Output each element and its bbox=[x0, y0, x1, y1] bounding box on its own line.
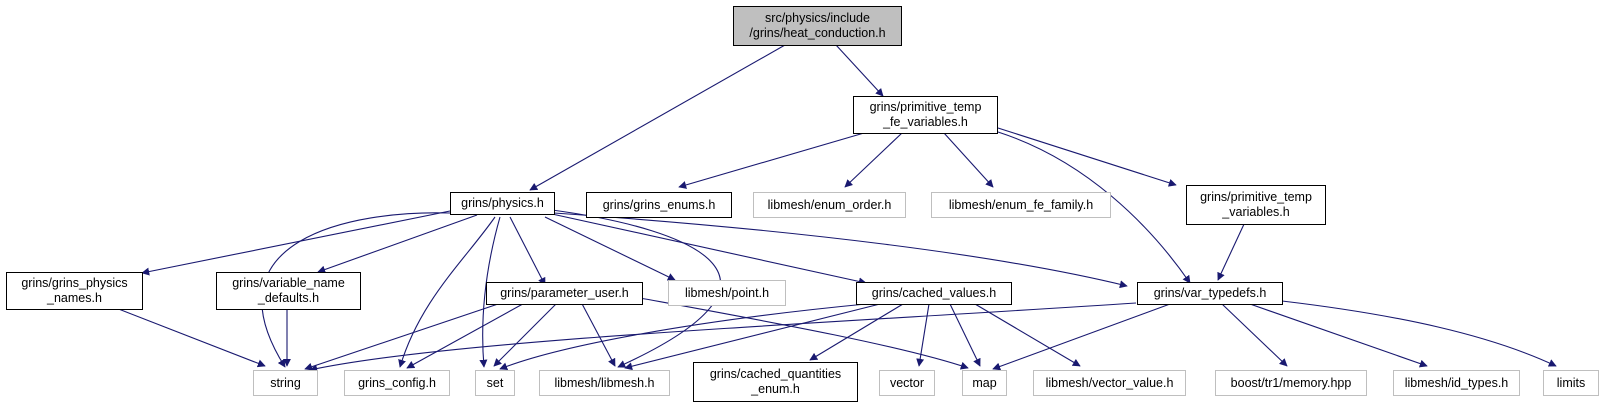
edge-physics-var-typedefs bbox=[553, 212, 1128, 289]
node-grins-enums-h[interactable]: grins/grins_enums.h bbox=[586, 192, 732, 218]
node-primitive-temp-variables-h[interactable]: grins/primitive_temp _variables.h bbox=[1186, 185, 1326, 225]
edge-physics-libmesh bbox=[551, 209, 721, 368]
edge-ptfe-enum-fe-family bbox=[943, 132, 994, 188]
node-limits[interactable]: limits bbox=[1543, 370, 1599, 396]
edge-parameter-user-libmesh bbox=[579, 299, 616, 367]
edge-cached-values-cached-quantities bbox=[809, 303, 904, 361]
edge-ptfe-var-typedefs bbox=[997, 131, 1191, 284]
edge-parameter-user-set bbox=[493, 299, 561, 367]
node-vector-value-h[interactable]: libmesh/vector_value.h bbox=[1033, 370, 1186, 396]
node-string[interactable]: string bbox=[253, 370, 318, 396]
edge-cached-values-vector-value bbox=[974, 303, 1081, 367]
edge-root-primitive-temp-fe bbox=[835, 44, 884, 97]
node-libmesh-h[interactable]: libmesh/libmesh.h bbox=[539, 370, 670, 396]
edge-var-typedefs-memory bbox=[1221, 303, 1288, 367]
node-map[interactable]: map bbox=[962, 370, 1007, 396]
edge-cached-values-libmesh bbox=[624, 303, 881, 371]
edge-ptfe-enum-order bbox=[844, 132, 903, 188]
node-heat-conduction-h[interactable]: src/physics/include /grins/heat_conducti… bbox=[733, 6, 902, 46]
edge-parameter-user-grins-config bbox=[406, 299, 531, 369]
node-grins-config-h[interactable]: grins_config.h bbox=[344, 370, 450, 396]
node-cached-quantities-enum-h[interactable]: grins/cached_quantities _enum.h bbox=[693, 362, 858, 402]
node-vector[interactable]: vector bbox=[879, 370, 935, 396]
node-parameter-user-h[interactable]: grins/parameter_user.h bbox=[486, 282, 643, 305]
edge-physics-cached-values bbox=[551, 213, 867, 286]
node-enum-order-h[interactable]: libmesh/enum_order.h bbox=[753, 192, 906, 218]
edge-var-typedefs-string bbox=[309, 302, 1137, 373]
edge-var-typedefs-id-types bbox=[1249, 303, 1428, 368]
node-point-h[interactable]: libmesh/point.h bbox=[668, 280, 786, 306]
node-var-typedefs-h[interactable]: grins/var_typedefs.h bbox=[1137, 282, 1283, 305]
node-memory-hpp[interactable]: boost/tr1/memory.hpp bbox=[1215, 370, 1367, 396]
node-set[interactable]: set bbox=[475, 370, 515, 396]
edge-physics-variable-name-defaults bbox=[317, 214, 478, 274]
node-id-types-h[interactable]: libmesh/id_types.h bbox=[1393, 370, 1520, 396]
edge-root-physics bbox=[529, 44, 786, 191]
edge-physics-set bbox=[479, 216, 501, 368]
edge-var-typedefs-map bbox=[992, 303, 1171, 371]
edge-physics-grins-config bbox=[398, 216, 496, 368]
edge-ptfe-grins-enums bbox=[678, 132, 865, 189]
node-primitive-temp-fe-variables-h[interactable]: grins/primitive_temp _fe_variables.h bbox=[853, 96, 998, 134]
edge-cached-values-vector bbox=[916, 303, 930, 367]
edge-parameter-user-map bbox=[639, 297, 969, 370]
node-enum-fe-family-h[interactable]: libmesh/enum_fe_family.h bbox=[931, 192, 1111, 218]
node-grins-physics-names-h[interactable]: grins/grins_physics _names.h bbox=[6, 272, 143, 310]
edge-ptv-var-typedefs bbox=[1217, 221, 1246, 281]
edge-physics-parameter-user bbox=[509, 216, 546, 286]
edge-grins-physics-names-string bbox=[115, 307, 266, 368]
node-variable-name-defaults-h[interactable]: grins/variable_name _defaults.h bbox=[216, 272, 361, 310]
edge-physics-point bbox=[544, 216, 676, 281]
edge-physics-grins-physics-names bbox=[141, 210, 451, 276]
edge-var-typedefs-limits bbox=[1281, 300, 1557, 367]
node-cached-values-h[interactable]: grins/cached_values.h bbox=[856, 282, 1012, 305]
node-physics-h[interactable]: grins/physics.h bbox=[450, 192, 555, 215]
edge-physics-string bbox=[261, 212, 451, 368]
edge-ptfe-primitive-temp-variables bbox=[997, 127, 1177, 187]
edge-parameter-user-string bbox=[304, 299, 511, 371]
